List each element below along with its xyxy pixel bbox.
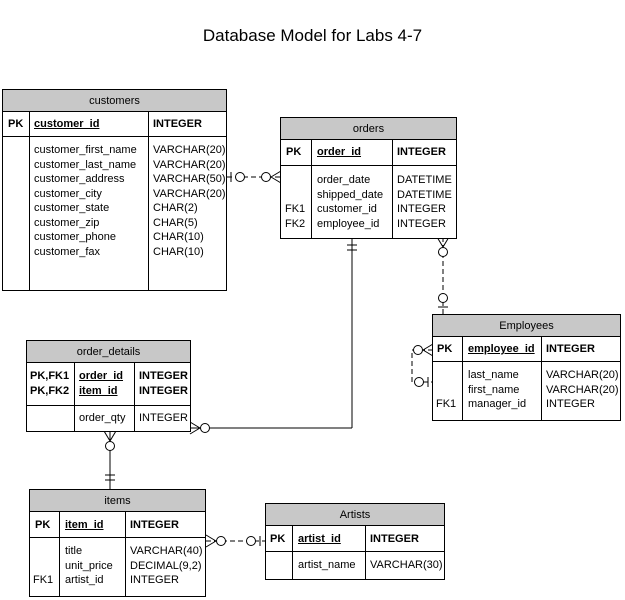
pk-fields: order_id item_id — [79, 370, 124, 397]
table-employees: Employees PK employee_id INTEGER FK1 las… — [432, 314, 621, 421]
pk-field: item_id — [65, 519, 104, 531]
field-names: order_qty — [79, 412, 126, 424]
table-customers-header: customers — [3, 90, 226, 112]
table-items: items PK item_id INTEGER FK1 title unit_… — [29, 489, 206, 597]
diagram-title: Database Model for Labs 4-7 — [202, 26, 423, 45]
table-orders-pk-row: PK order_id INTEGER — [281, 140, 456, 166]
pk-label: PK — [286, 146, 302, 158]
field-names: title unit_price artist_id — [65, 545, 113, 586]
field-names: last_name first_name manager_id — [468, 369, 527, 410]
field-types: INTEGER — [139, 412, 188, 424]
field-types: VARCHAR(30) — [370, 559, 443, 571]
pk-field: employee_id — [468, 343, 535, 355]
table-order-details-fields-row: order_qty INTEGER — [27, 406, 190, 431]
table-customers-fields-row: customer_first_name customer_last_name c… — [3, 137, 226, 290]
pk-field: order_id — [317, 146, 362, 158]
table-artists: Artists PK artist_id INTEGER artist_name… — [265, 503, 445, 580]
field-keys: FK1 — [436, 398, 457, 410]
field-names: order_date shipped_date customer_id empl… — [317, 174, 384, 230]
table-customers: customers PK customer_id INTEGER custome… — [2, 89, 227, 291]
pk-type: INTEGER — [370, 533, 419, 545]
pk-type: INTEGER — [130, 519, 179, 531]
relationship-orders-order-details — [189, 237, 357, 435]
table-employees-fields-row: FK1 last_name first_name manager_id VARC… — [433, 362, 620, 420]
table-artists-header: Artists — [266, 504, 444, 526]
table-customers-pk-row: PK customer_id INTEGER — [3, 112, 226, 137]
relationship-orders-employees — [436, 236, 450, 314]
field-names: customer_first_name customer_last_name c… — [34, 144, 137, 258]
table-artists-fields-row: artist_name VARCHAR(30) — [266, 552, 444, 579]
relationship-artists-items — [205, 534, 265, 548]
field-keys: FK1 FK2 — [285, 203, 306, 230]
table-artists-pk-row: PK artist_id INTEGER — [266, 526, 444, 552]
pk-label: PK — [437, 343, 453, 355]
table-order-details-header: order_details — [27, 341, 190, 363]
pk-type: INTEGER — [153, 118, 202, 130]
table-orders-fields-row: FK1 FK2 order_date shipped_date customer… — [281, 166, 456, 238]
table-orders: orders PK order_id INTEGER FK1 FK2 order… — [280, 117, 457, 239]
field-types: DATETIME DATETIME INTEGER INTEGER — [397, 174, 452, 230]
table-items-fields-row: FK1 title unit_price artist_id VARCHAR(4… — [30, 538, 205, 596]
field-types: VARCHAR(40) DECIMAL(9,2) INTEGER — [130, 545, 203, 586]
field-names: artist_name — [298, 559, 356, 571]
pk-types: INTEGER INTEGER — [139, 370, 188, 397]
table-orders-header: orders — [281, 118, 456, 140]
relationship-customers-orders — [227, 170, 282, 184]
field-types: VARCHAR(20) VARCHAR(20) VARCHAR(50) VARC… — [153, 144, 226, 258]
table-order-details: order_details PK,FK1 PK,FK2 order_id ite… — [26, 340, 191, 432]
field-keys: FK1 — [33, 574, 54, 586]
pk-field: artist_id — [298, 533, 341, 545]
pk-type: INTEGER — [546, 343, 595, 355]
table-employees-pk-row: PK employee_id INTEGER — [433, 337, 620, 362]
pk-labels: PK,FK1 PK,FK2 — [30, 370, 70, 397]
pk-type: INTEGER — [397, 146, 446, 158]
relationship-items-order-details — [103, 430, 117, 489]
pk-label: PK — [270, 533, 286, 545]
table-items-pk-row: PK item_id INTEGER — [30, 512, 205, 538]
pk-label: PK — [8, 118, 24, 130]
field-types: VARCHAR(20) VARCHAR(20) INTEGER — [546, 369, 619, 410]
table-order-details-pk-row: PK,FK1 PK,FK2 order_id item_id INTEGER I… — [27, 363, 190, 406]
table-employees-header: Employees — [433, 315, 620, 337]
pk-label: PK — [35, 519, 51, 531]
pk-field: customer_id — [34, 118, 100, 130]
table-items-header: items — [30, 490, 205, 512]
relationship-employees-self — [411, 343, 434, 387]
